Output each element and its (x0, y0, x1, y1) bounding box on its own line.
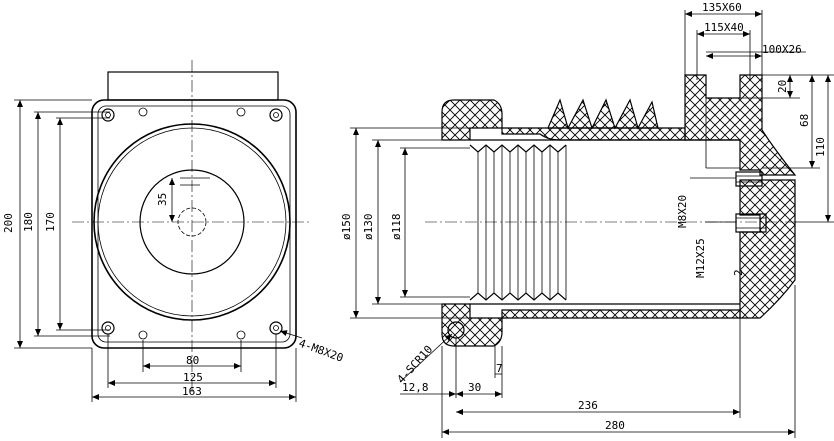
dim-30-label: 30 (468, 381, 481, 394)
front-dim-80-label: 80 (186, 354, 199, 367)
dim-dia130-label: ø130 (362, 214, 375, 241)
front-offset-label: 35 (156, 193, 169, 206)
dim-110-label: 110 (814, 137, 827, 157)
corner-holes (101, 107, 283, 340)
front-dim-163-label: 163 (182, 385, 202, 398)
hole-callout: 4-M8X20 (297, 337, 345, 365)
front-dim-170-label: 170 (44, 212, 57, 232)
body-wall-top (501, 127, 686, 141)
screw-leader (399, 333, 453, 383)
front-view: 35 200 180 170 80 (2, 60, 345, 402)
body-wall-bottom (501, 309, 741, 319)
dim-7-label: 7 (496, 362, 503, 375)
dim-dia118-label: ø118 (390, 214, 403, 241)
front-body-inner-outline (97, 105, 291, 343)
thread-m12-label: M12X25 (694, 238, 707, 278)
thread-m8-label: M8X20 (676, 195, 689, 228)
thread-hole-m8 (735, 171, 763, 187)
dim-68-label: 68 (798, 114, 811, 127)
hole-leader (279, 330, 303, 339)
bellows (469, 144, 567, 301)
dim-280-label: 280 (605, 419, 625, 432)
front-body-outline (91, 99, 297, 349)
dim-135x60-label: 135X60 (702, 1, 742, 14)
dim-20-label: 20 (776, 80, 789, 93)
dim-12-8-label: 12,8 (402, 381, 429, 394)
dim-236-label: 236 (578, 399, 598, 412)
front-top-boss (107, 71, 279, 101)
front-dim-180-label: 180 (22, 212, 35, 232)
front-dim-200-label: 200 (2, 213, 15, 233)
thread-hole-m12 (735, 213, 767, 233)
section-view: 135X60 115X40 100X26 20 68 110 ø150 ø130 (340, 1, 834, 438)
sheds (547, 98, 659, 130)
dim-115x40-label: 115X40 (704, 21, 744, 34)
dim-dia150-label: ø150 (340, 214, 353, 241)
dim-100x26-label: 100X26 (762, 43, 802, 56)
flange-top (441, 99, 503, 141)
screw-callout: 4-SCR10 (395, 343, 436, 386)
terminal-bottom (739, 179, 796, 319)
front-dim-125-label: 125 (183, 371, 203, 384)
flange-bottom (441, 303, 503, 347)
dim-2-label: 2 (732, 269, 745, 276)
